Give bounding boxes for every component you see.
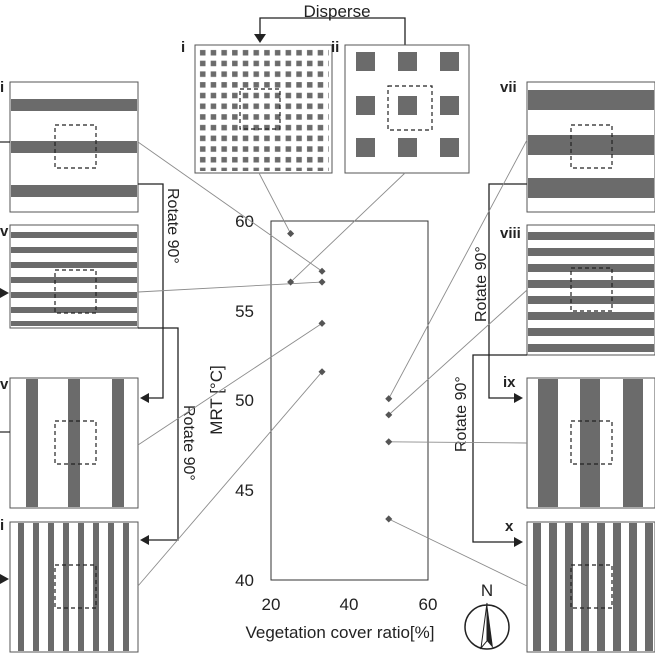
label-panel-ii: ii — [331, 39, 339, 56]
panel-left-c — [9, 377, 139, 509]
left-rotate-label-1: Rotate 90° — [164, 188, 181, 264]
plot-frame — [270, 220, 429, 581]
data-point — [385, 411, 393, 419]
x-tick-label: 40 — [340, 595, 359, 614]
leader-lines — [137, 139, 528, 587]
disperse-arrow — [254, 17, 406, 45]
label-panel-ix: ix — [503, 374, 516, 391]
panel-left-b — [9, 224, 139, 329]
data-point — [385, 395, 393, 403]
panel-x — [526, 521, 655, 653]
label-panel-left-a: i — [0, 79, 4, 96]
right-rotate-label-1: Rotate 90° — [473, 246, 490, 322]
y-axis-label: MRT [°C] — [207, 365, 226, 434]
leader-line — [388, 289, 528, 416]
right-rotate-label-2: Rotate 90° — [453, 376, 470, 452]
leader-line — [137, 371, 323, 587]
x-tick-label: 60 — [419, 595, 438, 614]
leader-line — [388, 518, 528, 587]
data-point — [287, 230, 295, 238]
leader-line — [258, 172, 292, 234]
y-tick-label: 50 — [235, 391, 254, 410]
label-panel-i: i — [181, 39, 185, 56]
data-point — [318, 319, 326, 327]
y-tick-labels: 60 55 50 45 40 — [235, 212, 254, 590]
data-point — [287, 278, 295, 286]
x-axis-label: Vegetation cover ratio[%] — [245, 623, 434, 642]
panel-left-d — [9, 521, 139, 653]
north-compass-icon — [464, 602, 510, 650]
panel-i — [194, 44, 333, 174]
panel-viii — [526, 224, 655, 356]
leader-line — [137, 322, 323, 446]
north-label: N — [481, 581, 493, 600]
leader-line — [388, 139, 528, 399]
label-panel-left-c: v — [0, 376, 9, 393]
data-point — [318, 267, 326, 275]
label-panel-viii: viii — [500, 225, 521, 242]
panel-ii — [344, 44, 470, 174]
left-d-arrow — [0, 574, 9, 584]
data-point — [318, 368, 326, 376]
left-rotate-arrow-1 — [138, 183, 164, 403]
label-panel-x: x — [505, 518, 514, 535]
right-rotate-arrow-1 — [488, 183, 527, 403]
data-points — [287, 230, 393, 523]
data-point — [385, 438, 393, 446]
label-panel-vii: vii — [500, 79, 517, 96]
y-tick-label: 55 — [235, 302, 254, 321]
x-tick-labels: 20 40 60 — [262, 595, 438, 614]
y-tick-label: 40 — [235, 571, 254, 590]
label-panel-left-d: i — [0, 517, 4, 534]
x-tick-label: 20 — [262, 595, 281, 614]
panel-ix — [526, 377, 655, 509]
leader-line — [290, 172, 406, 283]
label-panel-left-b: v — [0, 223, 9, 240]
leader-line — [137, 141, 323, 272]
y-tick-label: 45 — [235, 481, 254, 500]
data-point — [385, 515, 393, 523]
y-tick-label: 60 — [235, 212, 254, 231]
leader-line — [137, 281, 323, 293]
data-point — [318, 278, 326, 286]
right-rotate-arrow-2 — [472, 354, 527, 547]
left-rotate-arrow-2 — [138, 327, 179, 545]
left-rotate-label-2: Rotate 90° — [180, 405, 197, 481]
panel-vii — [526, 81, 655, 213]
leader-line — [388, 441, 528, 444]
disperse-label: Disperse — [303, 2, 370, 21]
panel-left-a — [9, 81, 139, 213]
left-b-arrow — [0, 288, 9, 298]
